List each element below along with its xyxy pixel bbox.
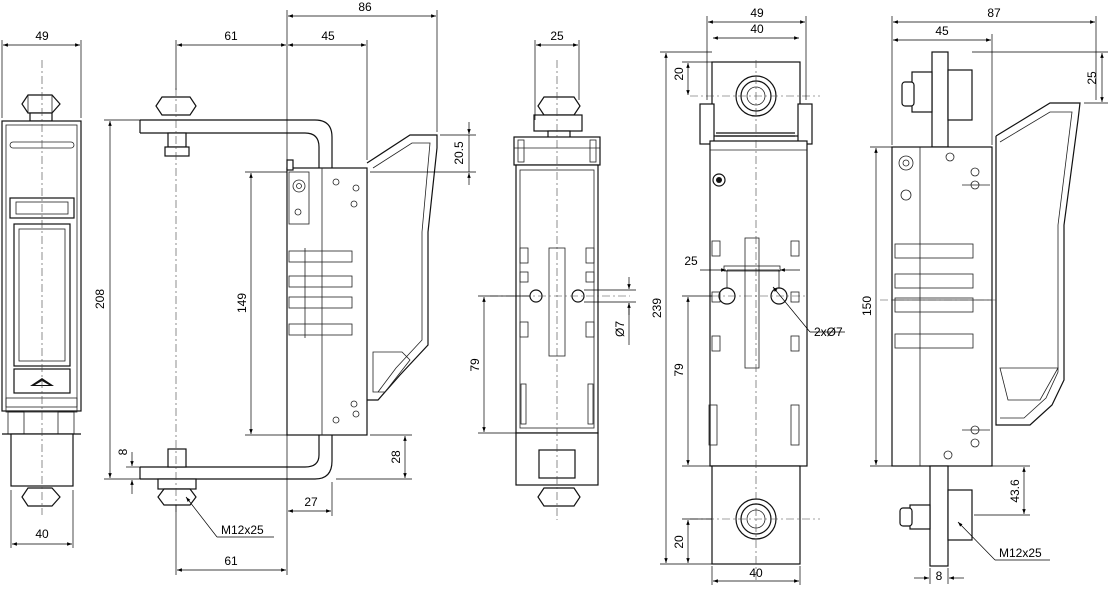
rear-clips — [699, 103, 813, 145]
dim-right-thread: M12x25 — [999, 546, 1042, 560]
right-housing — [891, 146, 993, 467]
dim-right-top-offset: 25 — [1085, 71, 1099, 85]
dim-top-offset: 20.5 — [452, 141, 466, 165]
dim-rear-bottom-offset: 20 — [672, 535, 686, 549]
dim-lower-offset: 27 — [304, 495, 318, 509]
dim-front-width-top: 49 — [35, 29, 49, 43]
dim-hole: Ø7 — [613, 321, 627, 337]
dim-overall-depth: 86 — [358, 0, 372, 14]
dim-plate: 8 — [116, 448, 130, 455]
handle-bottom-nut — [157, 448, 197, 506]
side-lever — [366, 134, 438, 401]
handle-bar — [139, 119, 333, 480]
rear-view: 49 40 239 20 79 20 25 2xØ7 — [650, 6, 845, 585]
dim-right-height: 150 — [860, 296, 874, 316]
dim-thread-left: M12x25 — [221, 523, 264, 537]
dim-rear-holes: 2xØ7 — [814, 325, 843, 339]
dim-front-width-bottom: 40 — [35, 527, 49, 541]
right-bottom-plate — [899, 465, 973, 567]
dim-rear-bottom-width: 40 — [749, 566, 763, 580]
right-top-plate — [901, 51, 973, 148]
dim-right-bottom-offset: 43.6 — [1008, 479, 1022, 503]
side-body — [286, 159, 368, 436]
dim-rear-top-offset: 20 — [672, 67, 686, 81]
front-view-top-nut — [21, 94, 61, 122]
dim-handle-offset: 61 — [224, 29, 238, 43]
dim-bottom-offset: 28 — [389, 450, 403, 464]
dim-right-overall-depth: 87 — [987, 6, 1001, 20]
side-view-handle: 61 45 86 20.5 149 208 8 28 — [93, 0, 476, 575]
dim-rear-height: 79 — [672, 363, 686, 377]
dim-right-body-depth: 45 — [935, 24, 949, 38]
dim-rear-outer-width: 49 — [750, 6, 764, 20]
front-view-housing — [1, 120, 82, 435]
dim-rear-slot: 25 — [684, 254, 698, 268]
dim-rear-inner-width: 40 — [750, 22, 764, 36]
side-view-right: 87 45 25 150 43.6 8 M12x25 — [860, 6, 1108, 584]
dim-overall-height: 208 — [93, 289, 107, 309]
dim-right-plate: 8 — [936, 569, 943, 583]
dim-body-height: 149 — [235, 293, 249, 313]
side-view-narrow: 25 79 Ø7 — [468, 29, 636, 520]
dim-rear-overall-height: 239 — [650, 298, 664, 318]
front-view: 49 40 — [1, 29, 82, 548]
dim-bottom-depth: 61 — [224, 554, 238, 568]
right-lever — [995, 102, 1081, 426]
dim-narrow-height: 79 — [468, 358, 482, 372]
dim-body-width: 45 — [321, 29, 335, 43]
rear-housing — [708, 140, 808, 467]
dim-narrow-width: 25 — [550, 29, 564, 43]
